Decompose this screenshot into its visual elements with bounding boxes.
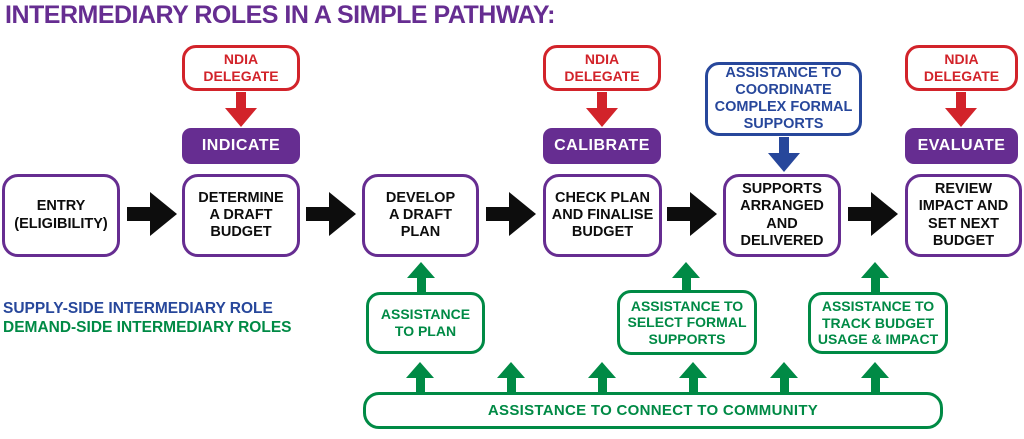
blue-down-arrow	[767, 136, 801, 172]
ndia-delegate-box-2: NDIA DELEGATE	[543, 45, 661, 91]
community-up-arrow-3	[588, 362, 616, 392]
pathway-step-determine-budget: DETERMINE A DRAFT BUDGET	[182, 174, 300, 257]
community-up-arrow-4	[679, 362, 707, 392]
red-down-arrow-3	[945, 91, 977, 127]
green-up-arrow-select	[672, 262, 700, 292]
community-up-arrow-2	[497, 362, 525, 392]
black-right-arrow-1	[127, 192, 177, 236]
assistance-connect-community-box: ASSISTANCE TO CONNECT TO COMMUNITY	[363, 392, 943, 429]
pathway-step-review-budget: REVIEW IMPACT AND SET NEXT BUDGET	[905, 174, 1022, 257]
black-right-arrow-5	[848, 192, 898, 236]
assistance-select-supports-box: ASSISTANCE TO SELECT FORMAL SUPPORTS	[617, 290, 757, 355]
assistance-to-plan-box: ASSISTANCE TO PLAN	[366, 292, 485, 354]
pathway-step-check-plan: CHECK PLAN AND FINALISE BUDGET	[543, 174, 662, 257]
action-box-calibrate: CALIBRATE	[543, 128, 661, 164]
black-right-arrow-2	[306, 192, 356, 236]
legend: SUPPLY-SIDE INTERMEDIARY ROLE DEMAND-SID…	[3, 299, 292, 337]
assistance-track-budget-box: ASSISTANCE TO TRACK BUDGET USAGE & IMPAC…	[808, 292, 948, 354]
pathway-step-entry: ENTRY (ELIGIBILITY)	[2, 174, 120, 257]
ndia-delegate-box-1: NDIA DELEGATE	[182, 45, 300, 91]
red-down-arrow-2	[586, 91, 618, 127]
ndia-delegate-box-3: NDIA DELEGATE	[905, 45, 1018, 91]
diagram-title: INTERMEDIARY ROLES IN A SIMPLE PATHWAY:	[5, 1, 555, 29]
black-right-arrow-4	[667, 192, 717, 236]
action-box-evaluate: EVALUATE	[905, 128, 1018, 164]
community-up-arrow-6	[861, 362, 889, 392]
black-right-arrow-3	[486, 192, 536, 236]
legend-supply-side: SUPPLY-SIDE INTERMEDIARY ROLE	[3, 300, 273, 317]
green-up-arrow-plan	[407, 262, 435, 292]
legend-demand-side: DEMAND-SIDE INTERMEDIARY ROLES	[3, 319, 292, 336]
community-up-arrow-1	[406, 362, 434, 392]
green-up-arrow-track	[861, 262, 889, 292]
community-up-arrow-5	[770, 362, 798, 392]
pathway-step-supports-delivered: SUPPORTS ARRANGED AND DELIVERED	[723, 174, 841, 257]
pathway-step-develop-plan: DEVELOP A DRAFT PLAN	[362, 174, 479, 257]
action-box-indicate: INDICATE	[182, 128, 300, 164]
red-down-arrow-1	[225, 91, 257, 127]
coordinate-complex-supports-box: ASSISTANCE TO COORDINATE COMPLEX FORMAL …	[705, 62, 862, 136]
